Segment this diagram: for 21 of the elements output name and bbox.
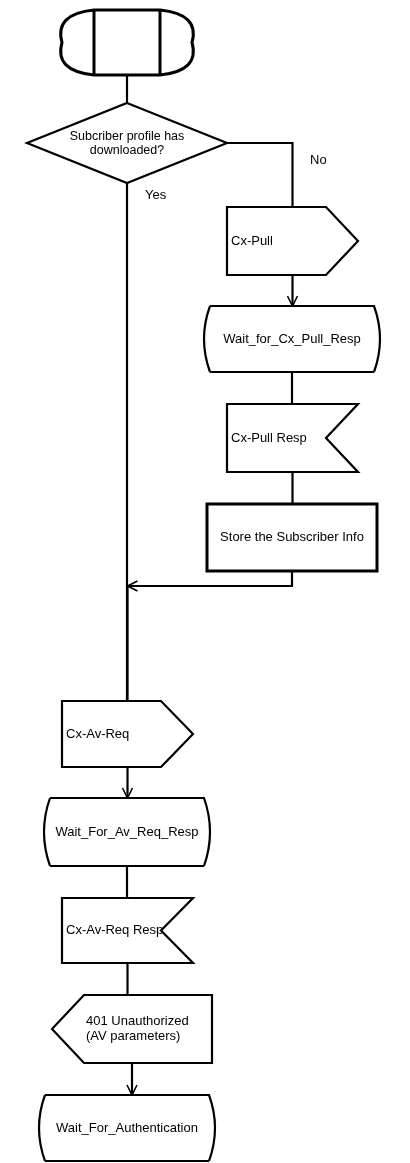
connector-line <box>290 372 294 404</box>
connector-line <box>125 183 129 701</box>
connector-line <box>125 866 129 898</box>
node-label: Cx-Av-Req <box>66 726 130 742</box>
node-label: Cx-Pull Resp <box>231 430 307 446</box>
node-label: Wait_for_Cx_Pull_Resp <box>223 331 361 347</box>
connector-line <box>291 472 294 504</box>
edge-label: Yes <box>143 187 169 202</box>
connector-line <box>227 141 294 207</box>
edge-label: No <box>308 152 329 167</box>
node-label: Subcriber profile has downloaded? <box>68 128 186 158</box>
arrow <box>121 767 134 799</box>
node-label: Cx-Pull <box>231 233 273 249</box>
arrow <box>126 1063 138 1096</box>
node-label: Wait_For_Av_Req_Resp <box>55 824 199 840</box>
connector-line <box>125 75 129 103</box>
connector-line <box>126 963 129 995</box>
arrow <box>286 275 299 307</box>
node-label: 401 Unauthorized (AV parameters) <box>86 1014 190 1044</box>
node-label: Store the Subscriber Info <box>220 530 364 545</box>
node-label: Wait_For_Authentication <box>56 1120 198 1136</box>
